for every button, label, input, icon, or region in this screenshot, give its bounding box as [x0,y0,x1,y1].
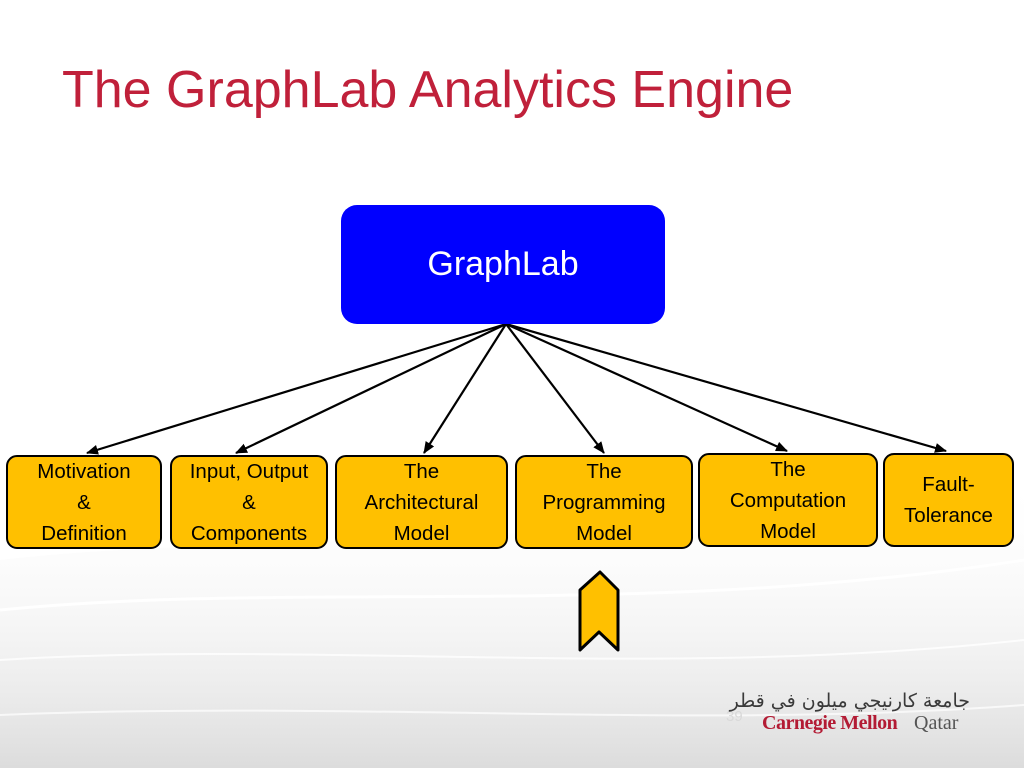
section-label-line: The [770,457,806,481]
section-label-line: Architectural [364,490,479,514]
graphlab-root-node: GraphLab [341,205,665,324]
section-label-line: & [77,490,91,514]
section-label-line: Tolerance [904,504,993,527]
section-label-line: The [586,459,622,483]
section-label-line: Fault- [922,473,975,496]
section-box-io: Input, Output & Components [170,455,328,549]
section-box-motivation: Motivation & Definition [6,455,162,549]
page-number: 39 [726,708,743,725]
logo-name: Carnegie Mellon [762,712,898,734]
section-label-line: Model [393,521,450,545]
section-label-line: Components [190,521,308,545]
connector-arrow-motivation [86,322,507,455]
connector-arrow-programming [505,323,605,454]
section-label-line: Definition [41,521,127,545]
section-label-line: The [403,459,440,483]
logo-suffix: Qatar [914,712,959,734]
slide-title: The GraphLab Analytics Engine [62,61,794,119]
connector-arrow-io [235,323,507,454]
logo-arabic-text: جامعة كارنيجي ميلون في قطر [729,690,970,712]
connector-arrow-architectural [423,323,507,454]
connector-arrow-fault [505,322,947,453]
root-node-label: GraphLab [427,245,579,283]
section-label-line: Model [576,521,632,545]
connector-arrow-computation [505,322,788,453]
section-label-line: Model [760,519,816,543]
section-label-line: & [242,490,256,514]
section-label-line: Programming [542,490,666,514]
section-box-fault: Fault- Tolerance [883,453,1014,547]
section-label-line: Computation [729,488,847,512]
section-label-line: Input, Output [189,459,309,483]
cmu-qatar-logo: جامعة كارنيجي ميلون في قطر Carnegie Mell… [730,690,986,738]
section-label-line: Motivation [37,459,131,483]
